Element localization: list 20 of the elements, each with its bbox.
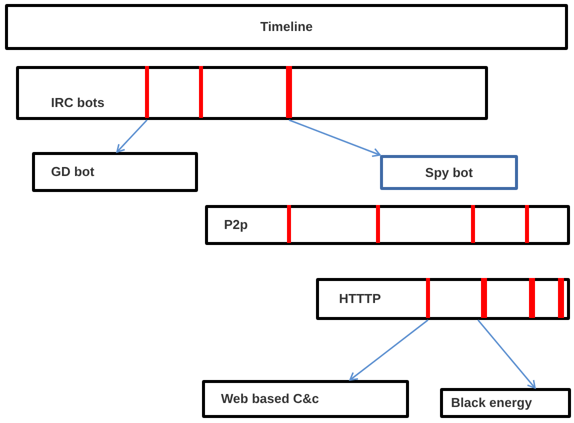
timeline-bar: [380, 155, 518, 190]
timeline-bar: [5, 4, 568, 50]
timeline-bar: [202, 380, 409, 418]
arrow: [116, 119, 148, 153]
arrow: [288, 119, 381, 157]
timeline-bar: [205, 205, 570, 245]
arrow: [349, 319, 428, 381]
bar-label: GD bot: [51, 163, 94, 182]
bar-label: IRC bots: [51, 94, 104, 112]
timeline-bar: [16, 66, 488, 120]
bar-label: HTTTP: [339, 290, 381, 308]
timeline-bar: [316, 278, 570, 320]
arrow: [477, 320, 536, 389]
bar-label: P2p: [224, 216, 248, 234]
bar-label: Timeline: [260, 18, 313, 36]
timeline-bar: [32, 152, 198, 192]
bar-label: Black energy: [451, 394, 532, 412]
timeline-bar: [440, 388, 571, 418]
bar-label: Web based C&c: [221, 390, 320, 408]
bar-label: Spy bot: [425, 164, 473, 182]
